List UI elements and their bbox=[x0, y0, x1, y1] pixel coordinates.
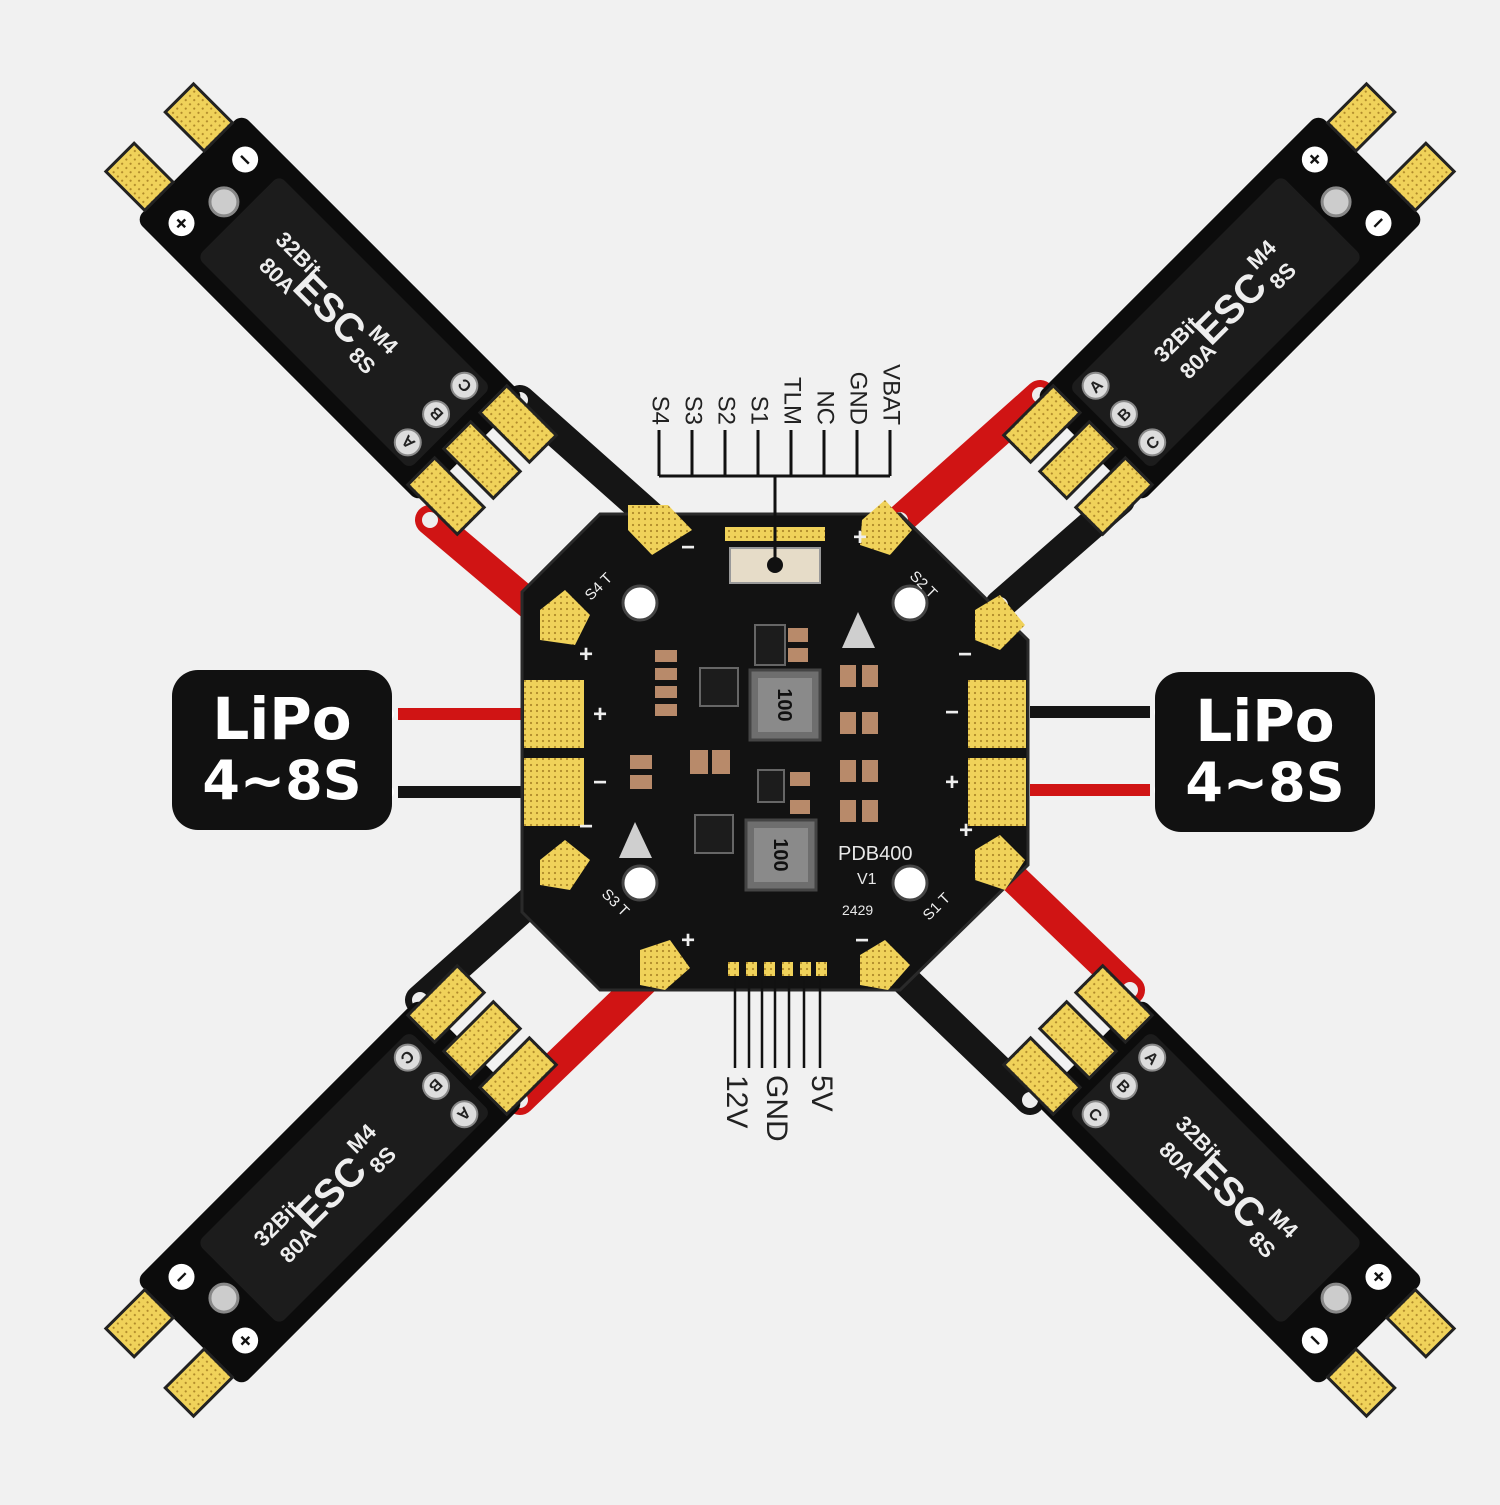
top-pin-label-gnd: GND bbox=[845, 372, 872, 425]
bottom-pin-label-12v: 12V bbox=[720, 1075, 753, 1128]
esc-wire-6 bbox=[885, 960, 1045, 1115]
esc2-minus-sign: − bbox=[958, 641, 972, 668]
board-version: V1 bbox=[857, 871, 877, 888]
lipo-right-name: LiPo bbox=[1195, 687, 1335, 755]
bottom-pin-label-gnd: GND bbox=[760, 1075, 793, 1142]
lipo-leads-left bbox=[382, 708, 522, 798]
esc-top-right-phase-c-mark bbox=[1138, 428, 1167, 457]
esc3-plus-sign: + bbox=[681, 927, 695, 954]
esc-bottom-right-phase-c-mark bbox=[1081, 1100, 1110, 1129]
esc1-minus-sign: − bbox=[855, 927, 869, 954]
esc-bottom-right-phase-b-mark bbox=[1109, 1071, 1138, 1100]
top-pin-label-s2: S2 bbox=[713, 396, 740, 425]
battery-minus-left-sign: − bbox=[593, 769, 607, 796]
pdb-board bbox=[520, 500, 1030, 992]
top-pin-label-s3: S3 bbox=[680, 396, 707, 425]
top-pin-label-s1: S1 bbox=[746, 396, 773, 425]
battery-pad-negative-right bbox=[968, 680, 1026, 748]
lipo-leads-right bbox=[1030, 706, 1166, 796]
inductor-bottom-marking: 100 bbox=[769, 838, 791, 871]
battery-pad-positive-left bbox=[524, 680, 584, 748]
esc-top-right-phase-a-mark bbox=[1081, 371, 1110, 400]
esc-wire-7 bbox=[985, 850, 1145, 1005]
esc4-minus-sign: − bbox=[681, 534, 695, 561]
esc-wire-2 bbox=[885, 380, 1055, 535]
esc-bottom-left-phase-c-mark bbox=[393, 1043, 422, 1072]
top-pin-label-s4: S4 bbox=[647, 396, 674, 425]
bottom-pin-label-5v: 5V bbox=[805, 1075, 838, 1112]
esc-top-left-phase-a-mark bbox=[393, 428, 422, 457]
esc4-plus-sign: + bbox=[579, 641, 593, 668]
board-date-code: 2429 bbox=[842, 902, 873, 918]
battery-pad-negative-left bbox=[524, 758, 584, 826]
inductor-top-marking: 100 bbox=[773, 688, 795, 721]
esc-top-left-phase-b-mark bbox=[422, 400, 451, 429]
esc-bottom-right-phase-a-mark bbox=[1138, 1043, 1167, 1072]
top-pin-label-vbat: VBAT bbox=[878, 364, 905, 425]
esc3-minus-sign: − bbox=[579, 813, 593, 840]
top-pin-label-tlm: TLM bbox=[779, 377, 806, 425]
lipo-right-cells: 4~8S bbox=[1185, 751, 1345, 814]
battery-plus-left-sign: + bbox=[593, 701, 607, 728]
esc-bottom-left-phase-a-mark bbox=[450, 1100, 479, 1129]
battery-plus-right-sign: + bbox=[945, 769, 959, 796]
esc-bottom-left-phase-b-mark bbox=[422, 1071, 451, 1100]
lipo-label-right: LiPo 4~8S bbox=[1155, 672, 1375, 832]
lipo-label-left: LiPo 4~8S bbox=[172, 670, 392, 830]
esc-top-right-phase-b-mark bbox=[1109, 400, 1138, 429]
board-name: PDB400 bbox=[838, 843, 913, 865]
esc-wire-end-1-b bbox=[422, 512, 438, 528]
lipo-left-cells: 4~8S bbox=[202, 749, 362, 812]
top-pin-label-nc: NC bbox=[812, 390, 839, 425]
battery-pad-positive-right bbox=[968, 758, 1026, 826]
lipo-left-name: LiPo bbox=[212, 685, 352, 753]
esc2-plus-sign: + bbox=[853, 524, 867, 551]
esc-top-left-phase-c-mark bbox=[450, 371, 479, 400]
esc1-plus-sign: + bbox=[959, 817, 973, 844]
battery-minus-right-sign: − bbox=[945, 699, 959, 726]
